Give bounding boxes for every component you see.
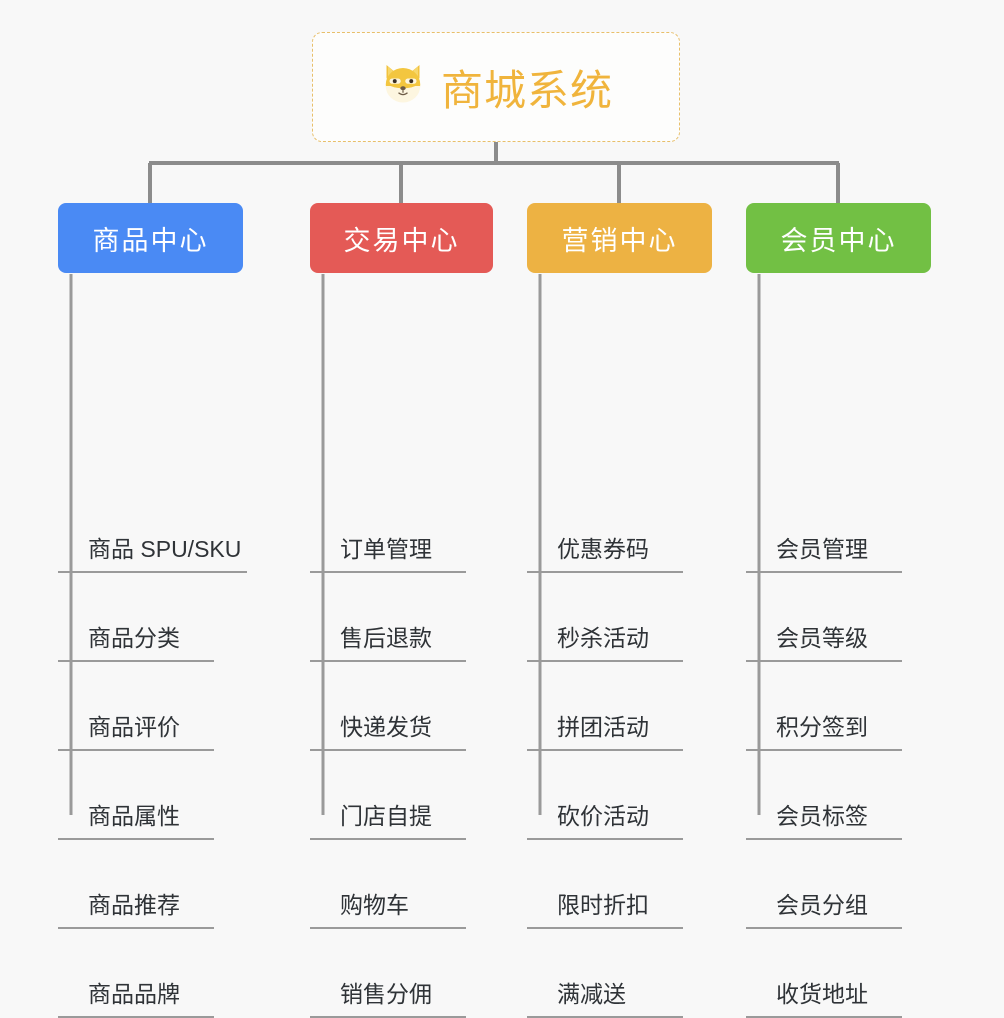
list-item[interactable]: 购物车 <box>310 840 466 929</box>
branch-items-1: 订单管理 售后退款 快递发货 门店自提 购物车 销售分佣 <box>310 484 466 1018</box>
branch-column-1: 交易中心 订单管理 售后退款 快递发货 门店自提 购物车 销售分佣 <box>310 203 493 1018</box>
list-item[interactable]: 会员标签 <box>746 751 902 840</box>
leaf-label: 商品 SPU/SKU <box>58 536 248 573</box>
list-item[interactable]: 满减送 <box>527 929 683 1018</box>
list-item[interactable]: 会员管理 <box>746 484 902 573</box>
leaf-label: 会员分组 <box>746 892 902 929</box>
leaf-label: 销售分佣 <box>310 981 466 1018</box>
leaf-label: 售后退款 <box>310 625 466 662</box>
list-item[interactable]: 商品品牌 <box>58 929 247 1018</box>
list-item[interactable]: 优惠券码 <box>527 484 683 573</box>
branch-label-0: 商品中心 <box>92 225 209 256</box>
branch-items-0: 商品 SPU/SKU 商品分类 商品评价 商品属性 商品推荐 商品品牌 <box>58 484 248 1018</box>
branch-items-3: 会员管理 会员等级 积分签到 会员标签 会员分组 收货地址 <box>746 484 902 1018</box>
branch-column-3: 会员中心 会员管理 会员等级 积分签到 会员标签 会员分组 收货地址 <box>746 203 931 1018</box>
list-item[interactable]: 收货地址 <box>746 929 902 1018</box>
leaf-label: 商品属性 <box>58 803 214 840</box>
leaf-label: 收货地址 <box>746 981 902 1018</box>
branch-header-3[interactable]: 会员中心 <box>746 203 931 273</box>
list-item[interactable]: 商品 SPU/SKU <box>58 484 248 573</box>
page-title: 商城系统 <box>440 66 613 114</box>
leaf-label: 会员标签 <box>746 803 902 840</box>
leaf-label: 秒杀活动 <box>527 625 683 662</box>
list-item[interactable]: 门店自提 <box>310 751 466 840</box>
list-item[interactable]: 砍价活动 <box>527 751 683 840</box>
leaf-label: 限时折扣 <box>527 892 683 929</box>
list-item[interactable]: 商品属性 <box>58 751 247 840</box>
list-item[interactable]: 售后退款 <box>310 573 466 662</box>
leaf-label: 快递发货 <box>310 714 466 751</box>
leaf-label: 门店自提 <box>310 803 466 840</box>
leaf-label: 购物车 <box>310 892 466 929</box>
leaf-label: 商品评价 <box>58 714 214 751</box>
leaf-label: 满减送 <box>527 981 683 1018</box>
leaf-label: 砍价活动 <box>527 803 683 840</box>
branch-header-0[interactable]: 商品中心 <box>58 203 243 273</box>
branch-header-1[interactable]: 交易中心 <box>310 203 493 273</box>
list-item[interactable]: 商品评价 <box>58 662 247 751</box>
list-item[interactable]: 限时折扣 <box>527 840 683 929</box>
list-item[interactable]: 订单管理 <box>310 484 466 573</box>
leaf-label: 会员等级 <box>746 625 902 662</box>
leaf-label: 优惠券码 <box>527 536 683 573</box>
list-item[interactable]: 拼团活动 <box>527 662 683 751</box>
branch-items-2: 优惠券码 秒杀活动 拼团活动 砍价活动 限时折扣 满减送 <box>527 484 683 1018</box>
leaf-label: 积分签到 <box>746 714 902 751</box>
list-item[interactable]: 商品分类 <box>58 573 247 662</box>
shiba-dog-face-icon <box>379 59 427 115</box>
list-item[interactable]: 会员等级 <box>746 573 902 662</box>
leaf-label: 会员管理 <box>746 536 902 573</box>
root-node[interactable]: 商城系统 <box>312 32 680 142</box>
leaf-label: 订单管理 <box>310 536 466 573</box>
leaf-label: 商品品牌 <box>58 981 214 1018</box>
branch-label-2: 营销中心 <box>561 225 678 256</box>
branch-label-1: 交易中心 <box>343 225 460 256</box>
list-item[interactable]: 商品推荐 <box>58 840 247 929</box>
mindmap-canvas: 商品中心 商品 SPU/SKU 商品分类 商品评价 商品属性 商品推荐 商品品牌… <box>58 32 931 1018</box>
list-item[interactable]: 会员分组 <box>746 840 902 929</box>
leaf-label: 拼团活动 <box>527 714 683 751</box>
branch-label-3: 会员中心 <box>780 225 897 256</box>
list-item[interactable]: 积分签到 <box>746 662 902 751</box>
leaf-label: 商品分类 <box>58 625 214 662</box>
list-item[interactable]: 销售分佣 <box>310 929 466 1018</box>
branch-column-2: 营销中心 优惠券码 秒杀活动 拼团活动 砍价活动 限时折扣 满减送 <box>527 203 712 1018</box>
list-item[interactable]: 秒杀活动 <box>527 573 683 662</box>
leaf-label: 商品推荐 <box>58 892 214 929</box>
branch-column-0: 商品中心 商品 SPU/SKU 商品分类 商品评价 商品属性 商品推荐 商品品牌 <box>58 203 248 1018</box>
list-item[interactable]: 快递发货 <box>310 662 466 751</box>
branch-header-2[interactable]: 营销中心 <box>527 203 712 273</box>
